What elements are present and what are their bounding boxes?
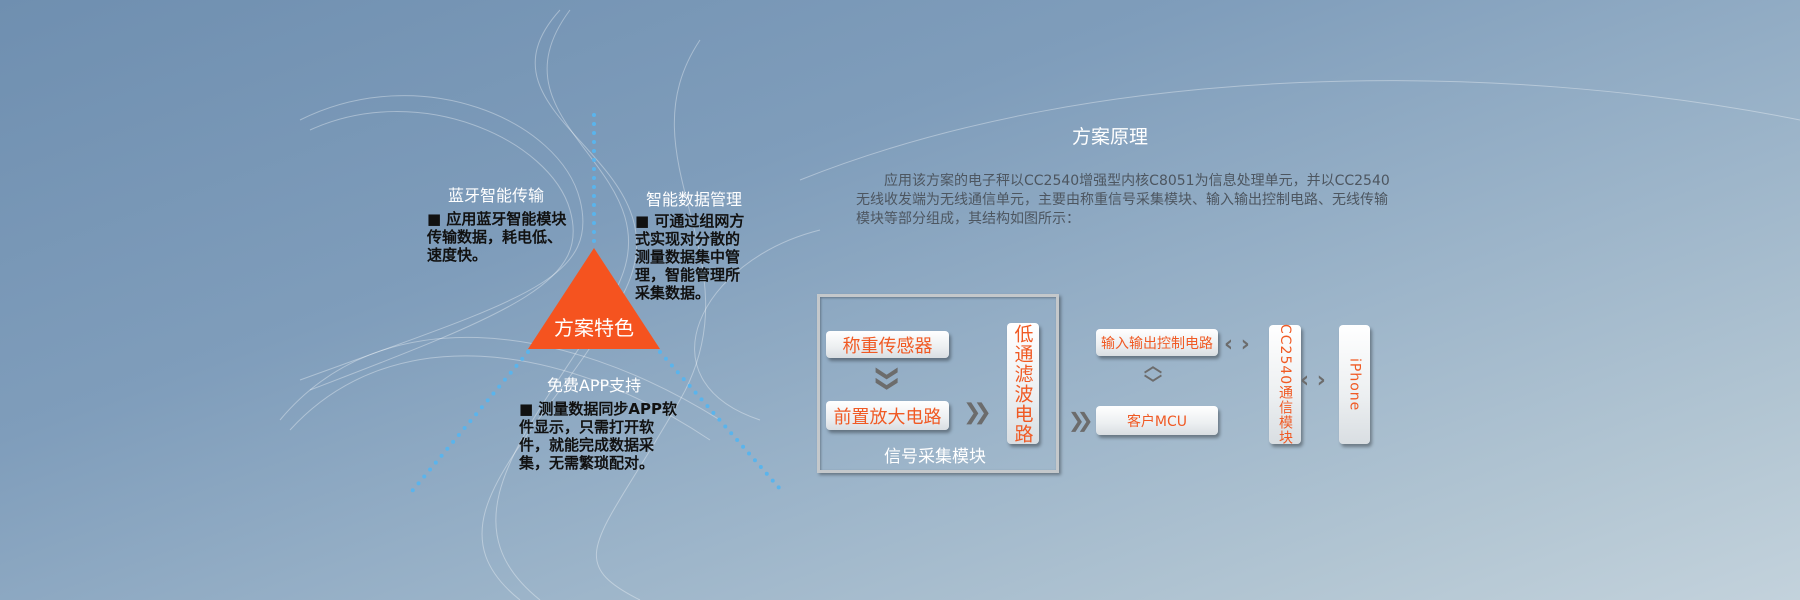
signal-acquisition-label: 信号采集模块 bbox=[884, 447, 986, 467]
block-preamplifier: 前置放大电路 bbox=[826, 401, 949, 430]
block-iphone: iPhone bbox=[1339, 325, 1370, 444]
principle-text: 应用该方案的电子秤以CC2540增强型内核C8051为信息处理单元，并以CC25… bbox=[856, 173, 1390, 227]
block-lowpass-filter: 低通滤波电路 bbox=[1007, 323, 1039, 444]
block-cc2540-module: CC2540通信模块 bbox=[1269, 324, 1301, 445]
feature-app-title: 免费APP支持 bbox=[546, 376, 642, 395]
block-io-control: 输入输出控制电路 bbox=[1096, 329, 1218, 356]
chevron-down-icon: ❯❯ bbox=[874, 364, 900, 385]
feature-center-label: 方案特色 bbox=[554, 316, 634, 340]
feature-management-title: 智能数据管理 bbox=[645, 190, 743, 209]
principle-title: 方案原理 bbox=[1071, 126, 1149, 148]
dotted-line-left bbox=[406, 350, 530, 498]
signal-acquisition-group bbox=[817, 294, 1059, 473]
feature-app-text: ■ 测量数据同步APP软件显示，只需打开软件，就能完成数据采集，无需繁琐配对。 bbox=[519, 400, 677, 472]
up-down-arrows-icon: ︿﹀ bbox=[1144, 356, 1162, 395]
left-right-arrows-icon: ‹ › bbox=[1224, 332, 1250, 357]
feature-bluetooth-text: ■ 应用蓝牙智能模块传输数据，耗电低、速度快。 bbox=[427, 210, 567, 264]
chevron-right-icon: ❯❯ bbox=[1068, 408, 1093, 432]
feature-bluetooth-title: 蓝牙智能传输 bbox=[447, 186, 545, 205]
chevron-right-icon: ❯❯ bbox=[963, 400, 992, 425]
block-weighing-sensor: 称重传感器 bbox=[826, 331, 949, 358]
left-right-arrows-icon: ‹ › bbox=[1300, 368, 1326, 393]
block-customer-mcu: 客户MCU bbox=[1096, 406, 1218, 435]
dotted-line-right bbox=[658, 350, 783, 492]
feature-triangle bbox=[528, 248, 660, 349]
